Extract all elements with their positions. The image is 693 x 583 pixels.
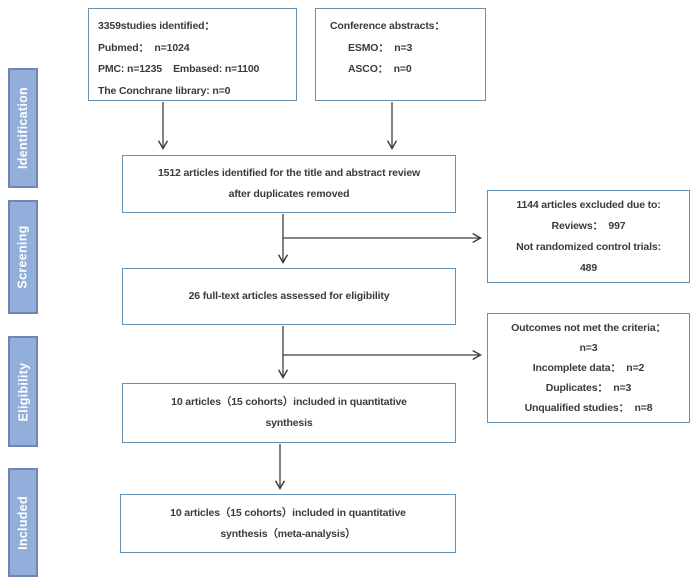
text-line: n=3: [579, 342, 598, 354]
stage-included-label: Included: [16, 495, 31, 550]
text-line: after duplicates removed: [228, 188, 350, 200]
excluded-eligibility-box: Outcomes not met the criteria： n=3 Incom…: [487, 313, 690, 423]
title-abstract-review-box: 1512 articles identified for the title a…: [122, 155, 456, 213]
text-line: ASCO： n=0: [348, 63, 412, 75]
excluded-screening-box: 1144 articles excluded due to: Reviews： …: [487, 190, 690, 283]
text-line: 1144 articles excluded due to:: [516, 198, 661, 211]
quantitative-synthesis-box: 10 articles（15 cohorts）included in quant…: [122, 383, 456, 443]
text-line: synthesis: [265, 417, 313, 429]
text-line: The Conchrane library: n=0: [98, 84, 231, 97]
text-line: 26 full-text articles assessed for eligi…: [188, 290, 390, 302]
text-line: ESMO： n=3: [348, 41, 413, 54]
text-line: 10 articles（15 cohorts）included in quant…: [171, 396, 407, 408]
text-line: 489: [579, 261, 598, 274]
text-line: Reviews： 997: [551, 219, 626, 232]
text-line: Unqualified studies： n=8: [524, 402, 653, 414]
stage-identification-label: Identification: [16, 87, 31, 169]
text-line: Duplicates： n=3: [545, 382, 632, 394]
text-line: Pubmed： n=1024: [98, 41, 190, 54]
conference-abstracts-box: Conference abstracts： ESMO： n=3 ASCO： n=…: [315, 8, 486, 101]
stage-identification: Identification: [8, 68, 38, 188]
text-line: Outcomes not met the criteria：: [511, 322, 666, 334]
stage-screening-label: Screening: [16, 225, 31, 289]
stage-eligibility-label: Eligibility: [16, 362, 30, 421]
text-line: Conference abstracts：: [330, 20, 445, 32]
text-line: Incomplete data： n=2: [532, 362, 645, 374]
source-studies-box: 3359studies identified： Pubmed： n=1024 P…: [88, 8, 297, 101]
text-line: Not randomized control trials:: [516, 240, 661, 253]
text-line: 10 articles（15 cohorts）included in quant…: [170, 506, 406, 519]
stage-included: Included: [8, 468, 38, 577]
text-line: synthesis（meta-analysis）: [220, 527, 356, 540]
full-text-assessed-box: 26 full-text articles assessed for eligi…: [122, 268, 456, 325]
stage-screening: Screening: [8, 200, 38, 314]
stage-eligibility: Eligibility: [8, 336, 38, 447]
text-line: 1512 articles identified for the title a…: [157, 167, 421, 179]
text-line: 3359studies identified：: [98, 20, 215, 32]
meta-analysis-box: 10 articles（15 cohorts）included in quant…: [120, 494, 456, 553]
text-line: PMC: n=1235 Embased: n=1100: [98, 63, 260, 75]
